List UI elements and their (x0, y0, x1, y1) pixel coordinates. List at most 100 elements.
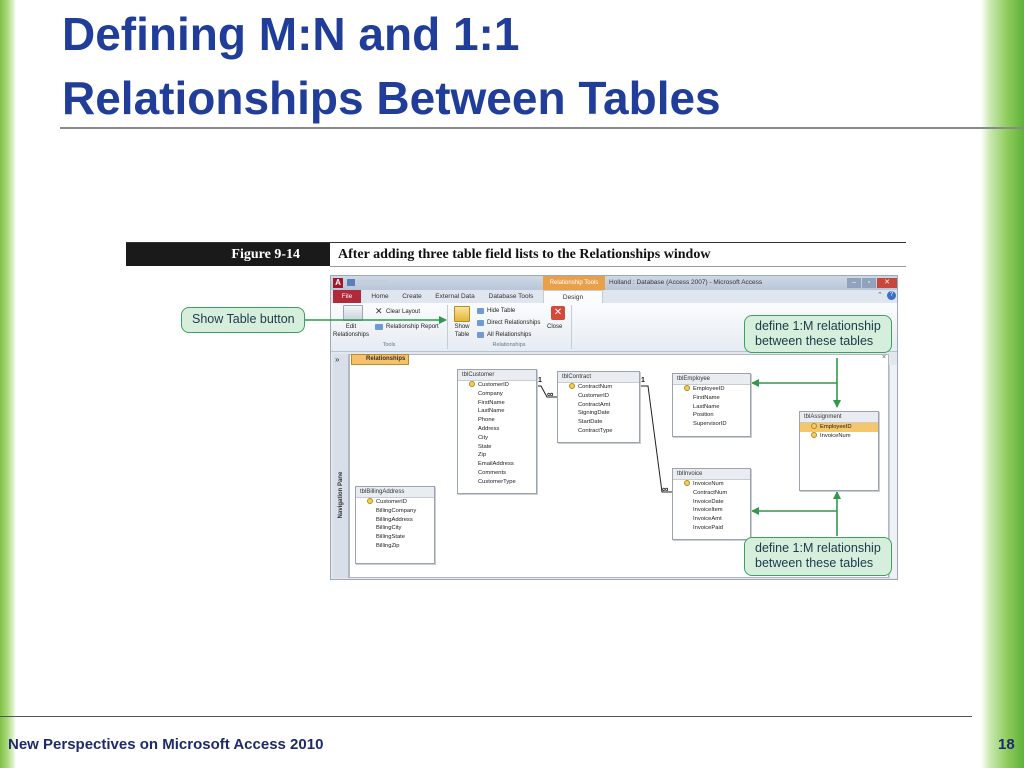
expand-navigation-icon[interactable]: » (335, 355, 340, 364)
restore-button[interactable]: ▫ (862, 278, 876, 288)
field-row[interactable]: BillingCity (376, 525, 402, 532)
field-list-tblCustomer[interactable]: tblCustomer CustomerID Company FirstName… (457, 369, 537, 494)
callout-text: between these tables (755, 556, 874, 570)
field-row[interactable]: LastName (478, 408, 505, 415)
field-row[interactable]: Phone (478, 417, 495, 424)
field-row[interactable]: FirstName (478, 399, 505, 406)
slide-title-line1: Defining M:N and 1:1 (62, 8, 520, 60)
primary-key-field[interactable]: EmployeeID (673, 385, 750, 394)
tab-database-tools[interactable]: Database Tools (488, 293, 534, 300)
tab-file[interactable]: File (333, 290, 361, 303)
field-row[interactable]: City (478, 434, 488, 441)
direct-relationships-button[interactable]: Direct Relationships (487, 320, 541, 326)
field-list-tblBillingAddress[interactable]: tblBillingAddress CustomerID BillingComp… (355, 486, 435, 564)
close-document-icon[interactable]: × (882, 354, 887, 361)
vertical-scrollbar[interactable] (889, 365, 897, 578)
field-row[interactable]: LastName (693, 403, 720, 410)
field-row[interactable]: InvoiceItem (693, 507, 723, 514)
field-name: InvoiceNum (693, 481, 724, 487)
quick-access-toolbar[interactable] (359, 280, 389, 285)
direct-relationships-icon (477, 320, 484, 326)
field-list-title: tblAssignment (800, 412, 878, 423)
field-row[interactable]: EmailAddress (478, 461, 514, 468)
clear-layout-button[interactable]: Clear Layout (386, 309, 421, 315)
field-row[interactable]: SigningDate (578, 410, 610, 417)
many-side-label: ∞ (547, 389, 554, 399)
close-relationships-button[interactable]: Close (547, 324, 563, 330)
field-list-tblEmployee[interactable]: tblEmployee EmployeeID FirstName LastNam… (672, 373, 751, 437)
figure-bottom-rule (330, 266, 906, 267)
field-list-title: tblEmployee (673, 374, 750, 385)
relationship-report-button[interactable]: Relationship Report (386, 324, 439, 330)
tab-create[interactable]: Create (402, 293, 422, 300)
one-side-label: 1 (641, 377, 645, 384)
all-relationships-icon (477, 332, 484, 338)
collapse-ribbon-icon[interactable]: ⌃ (877, 292, 883, 299)
field-row[interactable]: ContractAmt (578, 401, 611, 408)
join-line-contract-invoice (640, 385, 672, 493)
primary-key-field[interactable]: CustomerID (458, 381, 536, 390)
save-icon[interactable] (347, 279, 355, 286)
bottom-callout-arrows (751, 491, 841, 536)
footer-text: New Perspectives on Microsoft Access 201… (8, 736, 324, 753)
clear-layout-icon: ✕ (375, 306, 383, 316)
key-icon (811, 423, 817, 429)
close-window-button[interactable]: ✕ (877, 278, 897, 288)
field-row[interactable]: CustomerType (478, 478, 516, 485)
show-table-icon (454, 306, 470, 322)
field-row[interactable]: BillingAddress (376, 516, 413, 523)
field-list-tblContract[interactable]: tblContract ContractNum CustomerID Contr… (557, 371, 640, 443)
field-row[interactable]: Comments (478, 469, 507, 476)
field-row[interactable]: CustomerID (578, 392, 609, 399)
field-row[interactable]: Position (693, 412, 714, 419)
one-side-label: 1 (538, 377, 542, 384)
field-name: EmployeeID (820, 424, 852, 430)
field-row[interactable]: SupervisorID (693, 421, 727, 428)
field-row[interactable]: ContractType (578, 427, 613, 434)
relationship-tools-context-tab: Relationship Tools (543, 276, 605, 290)
relationships-document-tab[interactable]: Relationships (351, 354, 409, 365)
title-divider (60, 127, 1024, 129)
field-row[interactable]: FirstName (693, 394, 720, 401)
field-list-tblAssignment[interactable]: tblAssignment EmployeeID InvoiceNum (799, 411, 879, 491)
edit-relationships-button[interactable]: Edit Relationships (333, 324, 370, 338)
primary-key-field[interactable]: InvoiceNum (800, 431, 878, 441)
help-icon[interactable]: ? (887, 291, 896, 300)
field-row[interactable]: InvoiceDate (693, 498, 724, 505)
ribbon-group-separator (571, 305, 572, 349)
field-row[interactable]: BillingZip (376, 542, 400, 549)
field-row[interactable]: Zip (478, 452, 487, 459)
field-row[interactable]: Company (478, 390, 503, 397)
primary-key-field[interactable]: ContractNum (558, 383, 639, 392)
primary-key-field[interactable]: CustomerID (356, 498, 434, 507)
join-line-customer-contract (537, 385, 557, 398)
field-row[interactable]: BillingState (376, 534, 406, 541)
field-row[interactable]: InvoiceAmt (693, 516, 722, 523)
many-side-label: ∞ (662, 484, 669, 494)
slide-title-line2: Relationships Between Tables (62, 72, 721, 124)
field-row[interactable]: Address (478, 425, 500, 432)
field-row[interactable]: ContractNum (693, 489, 728, 496)
hide-table-button[interactable]: Hide Table (487, 308, 516, 314)
tab-external-data[interactable]: External Data (435, 293, 475, 300)
minimize-button[interactable]: – (847, 278, 861, 288)
field-row[interactable]: BillingCompany (376, 507, 417, 514)
relationship-report-icon (375, 324, 383, 330)
callout-text: define 1:M relationship (755, 541, 881, 555)
show-table-button[interactable]: Show Table (454, 324, 470, 338)
tab-design[interactable]: Design (543, 290, 603, 303)
access-app-icon[interactable]: A (333, 278, 343, 288)
hide-table-icon (477, 308, 484, 314)
field-name: InvoiceNum (820, 432, 851, 439)
field-list-tblInvoice[interactable]: tblInvoice InvoiceNum ContractNum Invoic… (672, 468, 751, 540)
field-row[interactable]: State (478, 443, 492, 450)
field-row[interactable]: StartDate (578, 419, 603, 426)
field-row[interactable]: InvoicePaid (693, 524, 723, 531)
navigation-pane[interactable]: » Navigation Pane (333, 354, 349, 578)
primary-key-field[interactable]: InvoiceNum (673, 480, 750, 489)
all-relationships-button[interactable]: All Relationships (487, 332, 532, 338)
tab-home[interactable]: Home (371, 293, 389, 300)
field-name: ContractNum (578, 384, 613, 390)
field-list-title: tblContract (558, 372, 639, 383)
primary-key-field[interactable]: EmployeeID (800, 423, 878, 432)
